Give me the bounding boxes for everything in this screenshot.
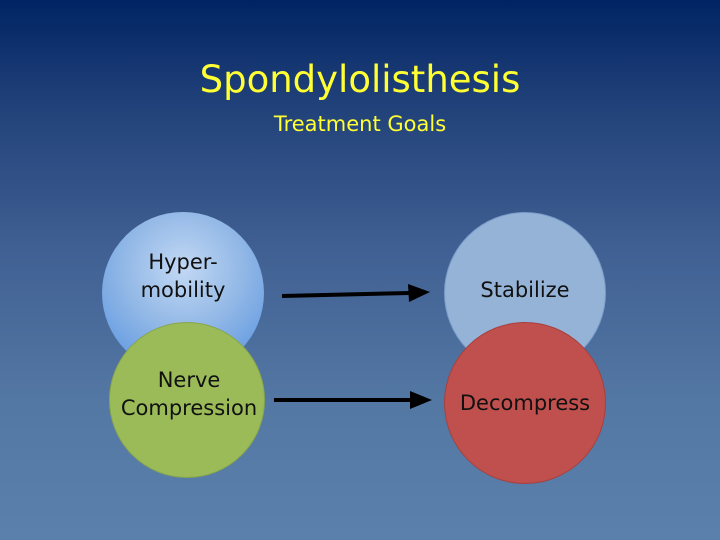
nerve-compression-label-line2: Compression bbox=[120, 396, 258, 420]
slide-subtitle: Treatment Goals bbox=[273, 112, 447, 136]
arrow-shaft bbox=[281, 291, 411, 298]
arrow-hypermobility-to-stabilize bbox=[281, 284, 430, 302]
hypermobility-label: Hyper- mobility bbox=[102, 248, 264, 304]
decompress-label: Decompress bbox=[459, 391, 591, 415]
arrow-head bbox=[410, 391, 432, 409]
arrow-nerve-to-decompress bbox=[274, 391, 432, 409]
arrow-head bbox=[408, 284, 430, 302]
stabilize-label: Stabilize bbox=[480, 278, 570, 302]
nerve-compression-label: Nerve Compression bbox=[105, 366, 273, 422]
decompress-circle bbox=[444, 322, 606, 484]
nerve-compression-circle bbox=[109, 322, 265, 478]
hypermobility-label-line2: mobility bbox=[140, 278, 226, 302]
hypermobility-label-line1: Hyper- bbox=[148, 250, 218, 274]
slide-title: Spondylolisthesis bbox=[199, 58, 521, 101]
nerve-compression-label-line1: Nerve bbox=[157, 368, 221, 392]
